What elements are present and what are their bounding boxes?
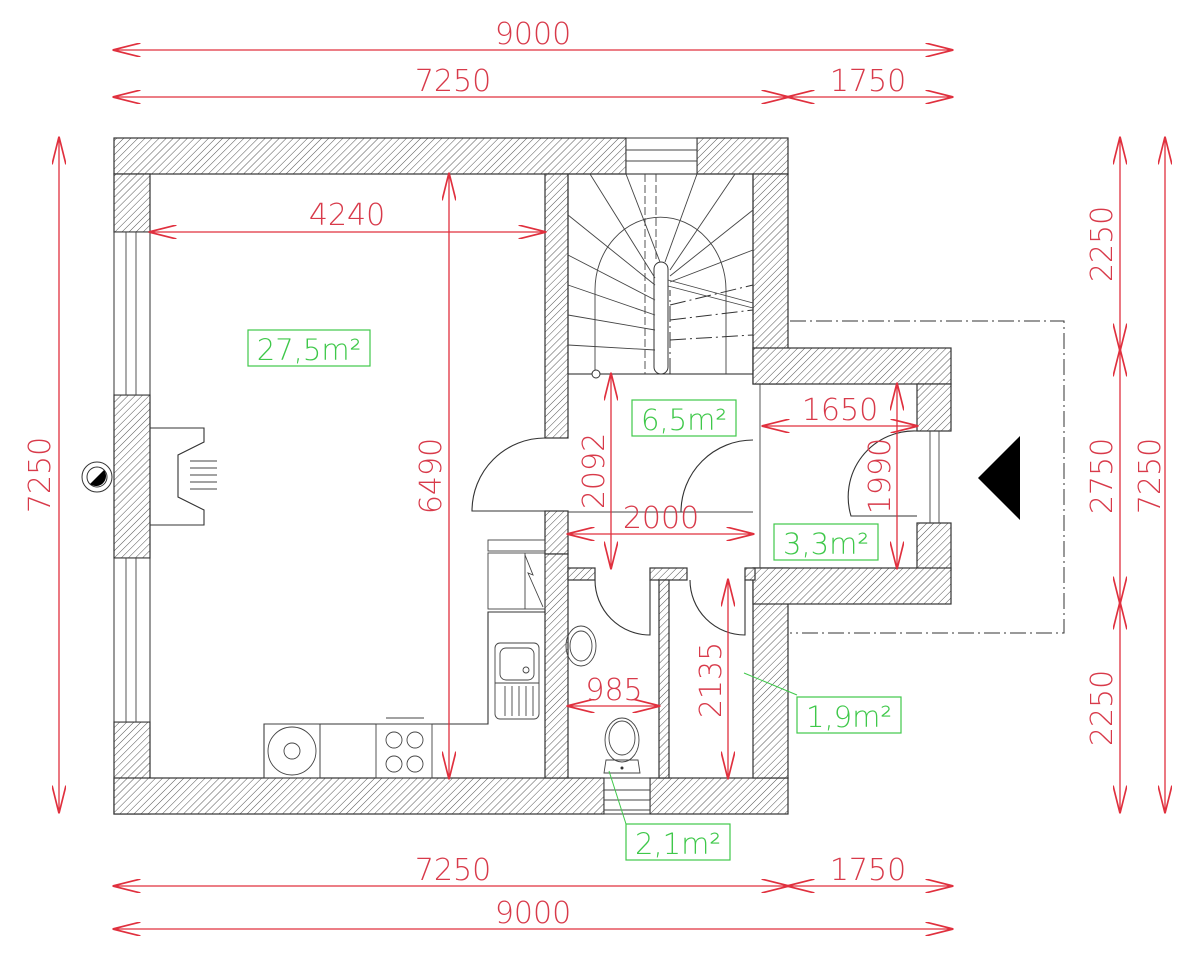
dim-top-total: 9000 bbox=[495, 17, 571, 52]
entrance-arrow-icon bbox=[978, 436, 1020, 520]
dim-right-middle: 2750 bbox=[1085, 438, 1120, 514]
bottom-dimension-total: 9000 bbox=[114, 896, 952, 931]
top-dimension-total: 9000 bbox=[114, 17, 952, 52]
area-label-wc: 2,1m² bbox=[608, 770, 731, 861]
area-label-hall: 6,5m² bbox=[631, 399, 737, 437]
fireplace bbox=[150, 427, 217, 526]
right-dimension-segments: 2250 2750 2250 bbox=[1085, 138, 1120, 812]
walls bbox=[113, 137, 952, 815]
spiral-staircase bbox=[567, 173, 754, 379]
dim-vestibule-width: 1650 bbox=[802, 393, 878, 428]
area-label-vestibule: 3,3m² bbox=[773, 523, 879, 561]
left-dimension: 7250 bbox=[23, 138, 59, 812]
dim-hall-height: 2092 bbox=[577, 433, 612, 509]
wc-fixtures bbox=[565, 625, 641, 774]
svg-text:6,5m²: 6,5m² bbox=[641, 403, 727, 437]
dim-left-total: 7250 bbox=[23, 437, 58, 513]
chimney-icon bbox=[81, 461, 113, 493]
dim-hall-width: 2000 bbox=[623, 501, 699, 536]
bottom-dimension-split: 7250 1750 bbox=[114, 853, 952, 888]
right-dimension-total: 7250 bbox=[1133, 138, 1168, 812]
toilet bbox=[604, 717, 640, 763]
cooktop bbox=[375, 723, 433, 779]
dim-top-annex: 1750 bbox=[830, 64, 906, 99]
interior-dimensions: 4240 6490 2092 2000 1650 1990 985 2135 bbox=[150, 174, 917, 778]
wc-window bbox=[603, 777, 651, 815]
area-label-storage: 1,9m² bbox=[743, 672, 902, 734]
area-label-living: 27,5m² bbox=[247, 329, 371, 367]
top-stair-window bbox=[625, 137, 698, 175]
dim-bottom-annex: 1750 bbox=[830, 853, 906, 888]
svg-text:1,9m²: 1,9m² bbox=[806, 700, 892, 734]
dim-bottom-main: 7250 bbox=[415, 853, 491, 888]
left-windows bbox=[113, 231, 151, 723]
dim-top-main: 7250 bbox=[415, 64, 491, 99]
dim-vestibule-height: 1990 bbox=[863, 438, 898, 514]
dim-bottom-total: 9000 bbox=[495, 896, 571, 931]
dim-living-width: 4240 bbox=[309, 198, 385, 233]
dim-right-total: 7250 bbox=[1133, 438, 1168, 514]
washbasin bbox=[565, 625, 597, 667]
dim-living-height: 6490 bbox=[414, 438, 449, 514]
porch-outline bbox=[790, 320, 1065, 634]
dim-wc-width: 985 bbox=[585, 673, 642, 708]
sink bbox=[494, 642, 540, 720]
svg-text:3,3m²: 3,3m² bbox=[783, 527, 869, 561]
svg-text:2,1m²: 2,1m² bbox=[635, 827, 721, 861]
kitchen-units bbox=[263, 539, 546, 779]
dim-storage-height: 2135 bbox=[694, 642, 729, 718]
svg-text:27,5m²: 27,5m² bbox=[257, 333, 361, 367]
dim-right-top: 2250 bbox=[1085, 206, 1120, 282]
dim-right-bottom: 2250 bbox=[1085, 670, 1120, 746]
washing-machine bbox=[267, 726, 317, 776]
top-dimension-split: 7250 1750 bbox=[114, 64, 952, 99]
